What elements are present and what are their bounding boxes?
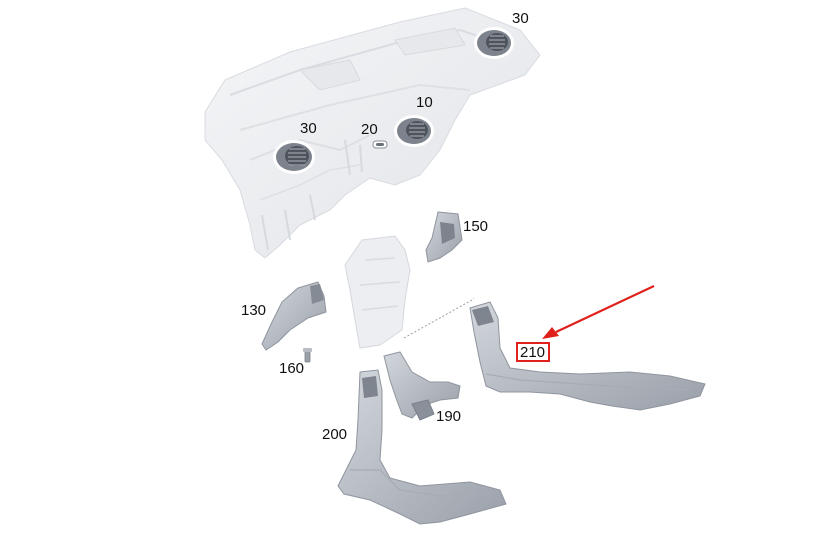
dashboard-assembly	[204, 7, 541, 259]
part-20-clip[interactable]	[372, 140, 388, 149]
part-30-left-vent[interactable]	[273, 140, 315, 174]
part-130-duct[interactable]	[261, 281, 327, 351]
callout-10: 10	[416, 94, 433, 111]
part-200-duct[interactable]	[337, 369, 507, 525]
part-190-duct[interactable]	[383, 351, 461, 421]
part-10-center-vent[interactable]	[394, 115, 434, 147]
callout-190: 190	[436, 408, 462, 425]
callout-200: 200	[322, 426, 348, 443]
part-30-right-vent[interactable]	[474, 27, 514, 59]
callout-20: 20	[361, 121, 378, 138]
part-150-duct[interactable]	[425, 211, 463, 263]
callout-150: 150	[463, 218, 489, 235]
part-210-duct[interactable]	[469, 301, 706, 411]
part-160-screw[interactable]	[303, 348, 312, 363]
highlight-arrow	[542, 285, 655, 339]
callout-30-left: 30	[300, 120, 317, 137]
callout-130: 130	[241, 302, 267, 319]
callout-210-highlighted: 210	[516, 342, 551, 362]
center-bracket[interactable]	[344, 235, 475, 349]
callout-30-right: 30	[512, 10, 529, 27]
callout-160: 160	[279, 360, 305, 377]
